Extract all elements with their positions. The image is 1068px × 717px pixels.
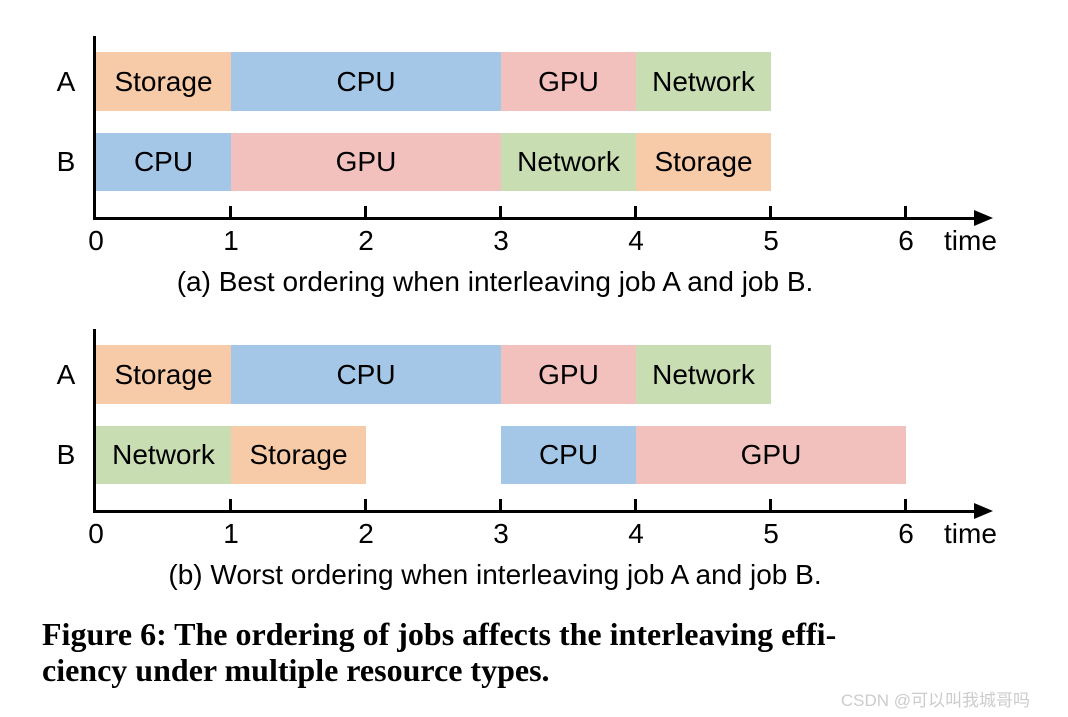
axis-tick-mark: [634, 499, 637, 510]
bar-segment-a-cpu: CPU: [231, 345, 501, 404]
axis-tick-label: 1: [223, 225, 239, 256]
figure-caption-line-2: ciency under multiple resource types.: [42, 652, 550, 688]
axis-tick-mark: [364, 206, 367, 217]
panel-caption-a: (a) Best ordering when interleaving job …: [176, 266, 814, 297]
axis-tick-label: 2: [358, 518, 374, 549]
axis-tick-mark: [769, 499, 772, 510]
panel-caption-b: (b) Worst ordering when interleaving job…: [168, 559, 822, 590]
axis-tick-mark: [229, 499, 232, 510]
y-axis-line: [93, 36, 96, 220]
bar-segment-b-storage: Storage: [231, 426, 366, 484]
bar-segment-a-gpu: GPU: [501, 52, 636, 111]
time-axis-label: time: [944, 518, 997, 549]
row-label-b: B: [56, 439, 76, 470]
bar-segment-a-network: Network: [636, 345, 771, 404]
time-axis-arrow-icon: [974, 210, 993, 226]
axis-tick-mark: [904, 206, 907, 217]
axis-tick-label: 6: [898, 225, 914, 256]
axis-tick-mark: [904, 499, 907, 510]
row-label-a: A: [56, 66, 76, 97]
axis-tick-label: 2: [358, 225, 374, 256]
axis-tick-label: 3: [493, 518, 509, 549]
bar-segment-a-storage: Storage: [96, 345, 231, 404]
bar-segment-b-network: Network: [96, 426, 231, 484]
axis-tick-label: 5: [763, 518, 779, 549]
axis-tick-mark: [499, 206, 502, 217]
axis-tick-mark: [364, 499, 367, 510]
bar-segment-a-network: Network: [636, 52, 771, 111]
row-label-a: A: [56, 359, 76, 390]
bar-segment-b-gpu: GPU: [231, 133, 501, 191]
bar-segment-a-storage: Storage: [96, 52, 231, 111]
bar-segment-b-cpu: CPU: [501, 426, 636, 484]
time-axis-label: time: [944, 225, 997, 256]
axis-tick-label: 5: [763, 225, 779, 256]
axis-tick-mark: [634, 206, 637, 217]
axis-tick-label: 4: [628, 518, 644, 549]
axis-tick-mark: [229, 206, 232, 217]
axis-tick-label: 4: [628, 225, 644, 256]
bar-segment-a-cpu: CPU: [231, 52, 501, 111]
csdn-watermark: CSDN @可以叫我城哥吗: [840, 691, 1030, 710]
row-label-b: B: [56, 146, 76, 177]
time-axis-arrow-icon: [974, 503, 993, 519]
axis-tick-label: 1: [223, 518, 239, 549]
axis-tick-label: 0: [88, 518, 104, 549]
bar-segment-b-storage: Storage: [636, 133, 771, 191]
bar-segment-b-cpu: CPU: [96, 133, 231, 191]
axis-tick-mark: [499, 499, 502, 510]
figure-caption: Figure 6: The ordering of jobs affects t…: [42, 616, 1042, 688]
bar-segment-a-gpu: GPU: [501, 345, 636, 404]
axis-tick-label: 6: [898, 518, 914, 549]
time-axis-line: [93, 217, 976, 220]
axis-tick-mark: [769, 206, 772, 217]
y-axis-line: [93, 329, 96, 513]
axis-tick-label: 3: [493, 225, 509, 256]
axis-tick-label: 0: [88, 225, 104, 256]
bar-segment-b-network: Network: [501, 133, 636, 191]
time-axis-line: [93, 510, 976, 513]
figure-caption-line-1: Figure 6: The ordering of jobs affects t…: [42, 616, 837, 652]
bar-segment-b-gpu: GPU: [636, 426, 906, 484]
